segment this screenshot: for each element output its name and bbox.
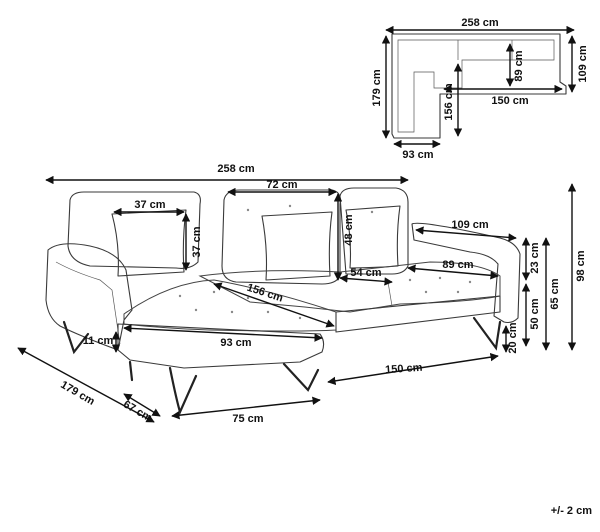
- label-back-cushion-height: 48 cm: [343, 214, 355, 245]
- sofa-illustration: [45, 187, 521, 416]
- label-top-chaise-length: 179 cm: [371, 69, 383, 107]
- label-leg-height: 20 cm: [507, 322, 519, 353]
- label-chaise-inner-width: 93 cm: [220, 337, 251, 349]
- label-cushion-height: 37 cm: [191, 226, 203, 257]
- main-base: [335, 295, 501, 333]
- dim-seat-section-width: [327, 352, 499, 386]
- label-backrest-height: 23 cm: [529, 242, 541, 273]
- left-back-cushion: [67, 191, 201, 269]
- chaise-seat-cushion: [123, 279, 337, 332]
- dim-chaise-leg-depth: [123, 393, 161, 417]
- label-sofa-depth: 109 cm: [451, 219, 489, 231]
- right-back-cushion: [339, 187, 409, 275]
- middle-throw-pillow: [261, 211, 333, 281]
- left-throw-pillow: [111, 209, 187, 277]
- main-view-dimensions: 258 cm 37 cm 37 cm 72 cm 48 cm 54 cm 109…: [17, 163, 587, 425]
- dim-seat-depth: [339, 274, 393, 286]
- label-seat-inner-depth: 89 cm: [442, 259, 473, 271]
- label-back-cushion-width: 72 cm: [266, 179, 297, 191]
- dim-chaise-seat-length: [213, 282, 335, 328]
- dim-chaise-leg-width: [171, 396, 321, 420]
- label-total-height: 98 cm: [575, 250, 587, 281]
- label-seat-depth: 54 cm: [350, 267, 381, 279]
- dim-chaise-inner-width: [123, 324, 323, 342]
- tolerance-note: +/- 2 cm: [551, 505, 592, 517]
- label-chaise-length: 179 cm: [58, 379, 96, 408]
- label-top-width: 258 cm: [461, 17, 499, 29]
- top-view-outline: [391, 33, 567, 139]
- label-arm-height: 65 cm: [549, 278, 561, 309]
- label-total-width: 258 cm: [217, 163, 255, 175]
- label-top-depth: 109 cm: [577, 45, 589, 83]
- label-leg-clearance: 11 cm: [83, 335, 114, 347]
- dim-sofa-depth: [415, 226, 517, 242]
- chaise-arm-piping: [55, 261, 121, 345]
- top-view-inner-line: [397, 39, 555, 133]
- label-top-chaise-width: 93 cm: [402, 149, 433, 161]
- label-top-inner-depth: 89 cm: [513, 50, 525, 81]
- seat-split-line: [387, 281, 393, 307]
- label-chaise-leg-width: 75 cm: [232, 413, 263, 425]
- top-view: 258 cm 109 cm 89 cm 179 cm 156 cm 150 cm…: [371, 17, 589, 161]
- label-top-section-width: 150 cm: [491, 95, 529, 107]
- dim-seat-inner-depth: [407, 264, 499, 280]
- label-seat-height: 50 cm: [529, 298, 541, 329]
- middle-back-cushion: [221, 189, 341, 285]
- label-cushion-width: 37 cm: [134, 199, 165, 211]
- label-seat-section-width: 150 cm: [385, 362, 423, 377]
